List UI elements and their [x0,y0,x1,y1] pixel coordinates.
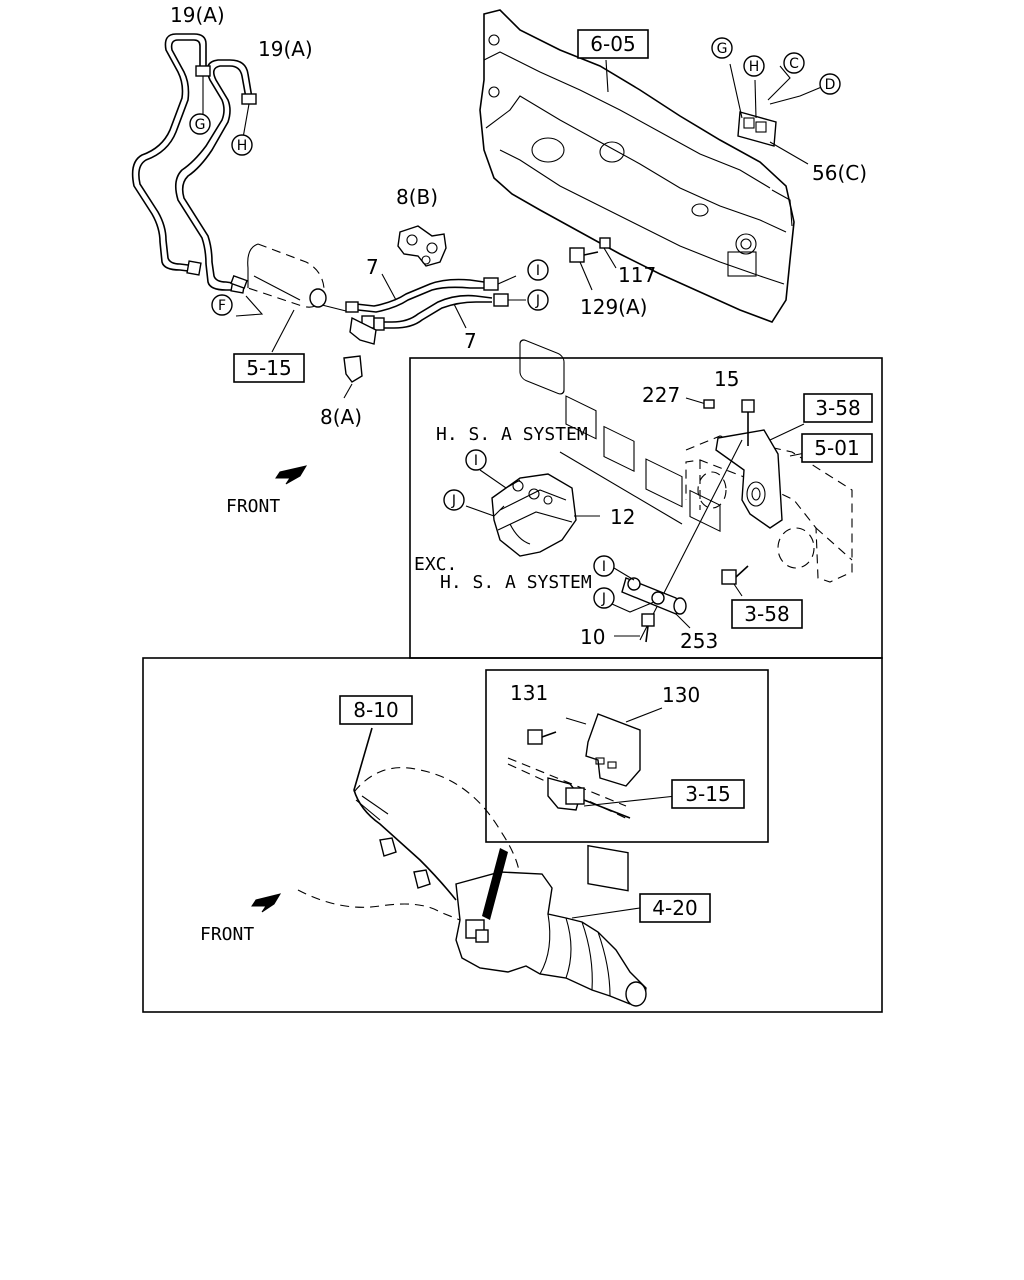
label-front-top: FRONT [226,496,280,517]
label-pipe-19a-left: 19(A) [170,3,225,27]
label-ref-3-58-lower: 3-58 [744,602,789,626]
flare-nut-h [241,93,257,105]
ref-box-8-10 [339,695,413,725]
ref-box-6-05 [577,29,649,59]
label-bolt-10: 10 [580,625,605,649]
flare-nut-g [195,65,211,77]
label-screw-227: 227 [642,383,680,407]
connector-h-panel: H [749,59,760,75]
transmission-detail-panel [142,657,883,1013]
label-clip-8b: 8(B) [396,185,438,209]
label-ref-5-15: 5-15 [246,356,291,380]
connector-i-hsa: I [474,453,478,469]
label-ref-8-10: 8-10 [353,698,398,722]
connector-c: C [789,56,799,72]
front-arrow-bottom [251,893,282,913]
label-nut-117: 117 [618,263,656,287]
ref-box-3-58-lower [731,599,803,629]
part-labels: 19(A) 19(A) 6-05 8(B) 7 7 129(A) 117 56(… [170,3,867,945]
ref-box-5-15 [233,353,305,383]
clip-8a [343,316,377,399]
connector-g-panel: G [717,41,728,57]
ref-box-4-20 [639,893,711,923]
ref-box-3-58-upper [803,393,873,423]
connector-i-pipe: I [536,263,540,279]
label-bolt-129a: 129(A) [580,295,647,319]
connector-h-pipe: H [237,138,248,154]
label-bracket-56c: 56(C) [812,161,867,185]
label-pipe-7-lower: 7 [464,329,477,353]
label-clip-8a: 8(A) [320,405,362,429]
transmission-assembly [251,727,647,1007]
label-bracket-130: 130 [662,683,700,707]
label-ref-5-01: 5-01 [814,436,859,460]
connector-markers: G H F I J G H C D I J I J [189,37,841,609]
ref-box-3-15 [671,779,745,809]
connector-g-pipe: G [195,117,206,133]
hsa-assembly [465,397,853,643]
dash-panel [479,9,825,532]
connector-j-pipe: J [535,293,540,309]
brake-pipe-assembly [131,33,526,485]
ref-box-5-01 [801,433,873,463]
label-hsa-system: H. S. A SYSTEM [436,424,588,445]
connector-j-exc: J [601,591,606,607]
connector-d: D [825,77,836,93]
connector-i-exc: I [602,559,606,575]
label-exc-hsa-system: H. S. A SYSTEM [440,572,592,593]
label-ref-3-15: 3-15 [685,782,730,806]
label-part-12: 12 [610,505,635,529]
label-part-253: 253 [680,629,718,653]
label-pipe-7-upper: 7 [366,255,379,279]
label-ref-3-58-upper: 3-58 [815,396,860,420]
label-bolt-131: 131 [510,681,548,705]
label-front-bottom: FRONT [200,924,254,945]
connector-j-hsa: J [451,493,456,509]
sensor-bracket [507,707,677,892]
label-ref-6-05: 6-05 [590,32,635,56]
label-ref-4-20: 4-20 [652,896,697,920]
label-bolt-15: 15 [714,367,739,391]
clip-8b [397,225,447,267]
label-exc: EXC. [414,554,457,575]
front-arrow-top [275,465,308,485]
connector-f: F [218,298,226,314]
sensor-bracket-inset [485,669,769,843]
label-pipe-19a-right: 19(A) [258,37,313,61]
